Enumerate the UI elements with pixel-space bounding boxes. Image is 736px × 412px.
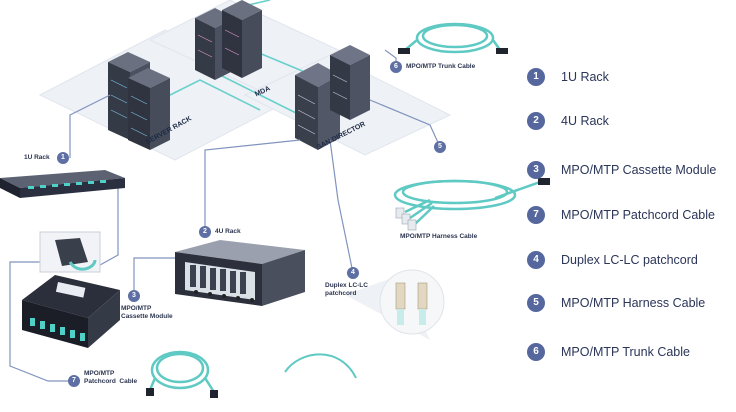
legend-badge-2: 2 (527, 112, 545, 130)
legend-badge-5: 4 (527, 251, 545, 269)
cassette-module-device (22, 275, 120, 348)
trunk-cable-connector-right (496, 48, 508, 54)
callout-label-1: 1U Rack (24, 154, 50, 161)
server-rack-towers (108, 52, 170, 150)
callout-leader-lines (9, 49, 441, 382)
callout-label-3: MPO/MTP Cassette Module (121, 305, 173, 320)
harness-mpo-connector (538, 178, 550, 185)
4u-rack-device (175, 240, 305, 306)
callout-badge-6: 6 (390, 61, 402, 73)
callout-badge-3: 3 (128, 290, 140, 302)
patchcord-cable-coil (148, 350, 216, 393)
lc-lc-patchcord-cable (284, 353, 357, 379)
harness-cable (393, 179, 541, 225)
san-director-towers (295, 45, 370, 150)
legend-text-1: 1U Rack (561, 70, 609, 84)
callout-badge-2: 2 (199, 226, 211, 238)
callout-badge-7: 7 (68, 375, 80, 387)
harness-lc-connectors (395, 207, 417, 231)
patchcord-connector-right (210, 390, 218, 398)
trunk-cable-connector-left (398, 48, 410, 54)
legend-text-2: 4U Rack (561, 114, 609, 128)
legend-badge-6: 5 (527, 294, 545, 312)
callout-badge-1: 1 (57, 152, 69, 164)
legend-badge-7: 6 (527, 343, 545, 361)
lc-duplex-connectors (395, 282, 428, 325)
trunk-cable-coil (404, 22, 502, 54)
callout-label-2: 4U Rack (215, 228, 241, 235)
callout-label-7: MPO/MTP Patchcord Cable (84, 370, 138, 385)
rack-link-cable-3 (219, 74, 301, 116)
legend-badge-1: 1 (527, 68, 545, 86)
lc-zoom-circle (379, 269, 445, 335)
harness-cable-label: MPO/MTP Harness Cable (400, 233, 478, 240)
legend-text-6: MPO/MTP Harness Cable (561, 296, 706, 310)
legend-text-4: MPO/MTP Patchcord Cable (561, 208, 715, 222)
cassette-detail-cable (68, 259, 97, 271)
legend-text-5: Duplex LC-LC patchcord (561, 253, 698, 267)
callout-label-4: Duplex LC-LC patchcord (325, 282, 368, 297)
legend-badge-4: 7 (527, 206, 545, 224)
callout-badge-4: 4 (347, 267, 359, 279)
cassette-detail-connector (55, 238, 88, 266)
1u-rack-device (0, 170, 125, 198)
callout-label-6: MPO/MTP Trunk Cable (406, 63, 476, 70)
legend-text-3: MPO/MTP Cassette Module (561, 163, 717, 177)
legend-text-7: MPO/MTP Trunk Cable (561, 345, 690, 359)
mda-rack-towers (195, 0, 262, 80)
legend-badge-3: 3 (527, 161, 545, 179)
callout-badge-5: 5 (434, 141, 446, 153)
patchcord-connector-left (146, 388, 154, 396)
